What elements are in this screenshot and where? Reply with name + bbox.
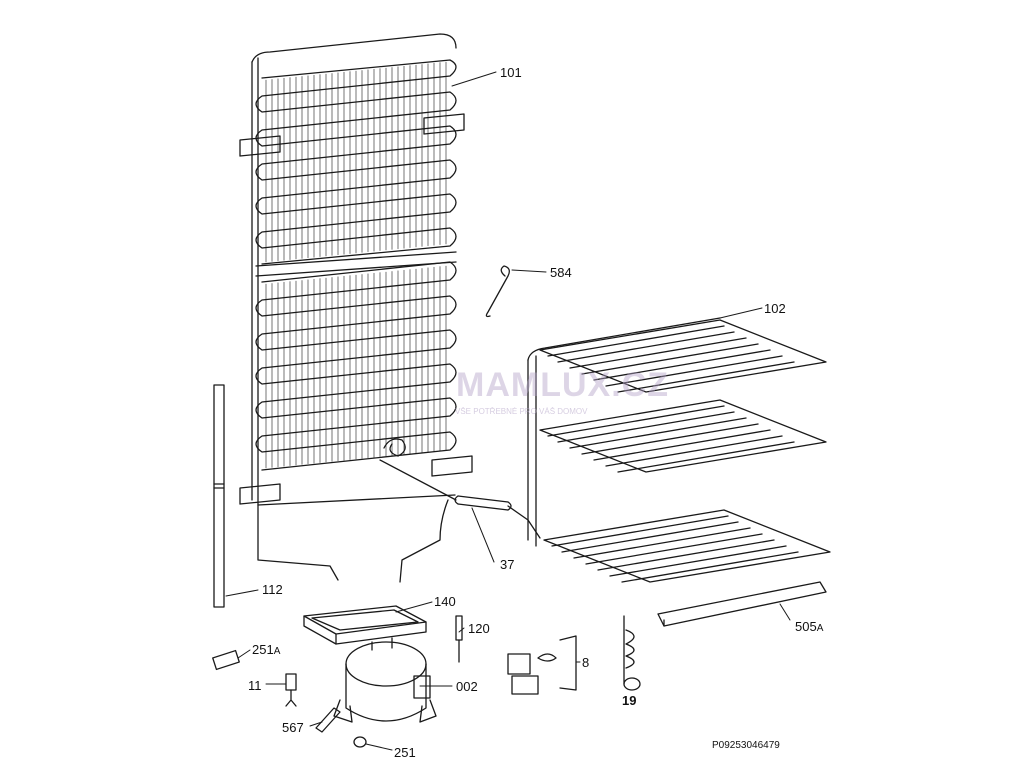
watermark-brand: MAMLUX.CZ (456, 366, 669, 404)
watermark-tagline: VŠE POTŘEBNÉ PRO VÁŠ DOMOV (455, 407, 588, 416)
part-label-251: 251 (394, 745, 416, 760)
part-label-37: 37 (500, 557, 515, 572)
part-label-101: 101 (500, 65, 522, 80)
tube-112 (213, 384, 225, 608)
evaporator-102 (527, 317, 831, 583)
part-label-251a: 251A (252, 642, 281, 657)
part-label-584: 584 (550, 265, 572, 280)
drier-filter-37 (379, 438, 541, 539)
part-label-140: 140 (434, 594, 456, 609)
part-label-8: 8 (582, 655, 590, 670)
part-label-505a: 505A (795, 619, 824, 634)
document-number: P09253046479 (712, 740, 780, 751)
part-label-002: 002 (456, 679, 478, 694)
part-label-102: 102 (764, 301, 786, 316)
part-label-567: 567 (282, 720, 304, 735)
part-567 (315, 707, 341, 733)
leader-lines (225, 71, 791, 751)
part-label-11: 11 (248, 678, 262, 693)
part-120 (455, 615, 463, 663)
part-19 (623, 615, 641, 691)
condenser-wires (265, 61, 447, 469)
condenser-101 (239, 33, 473, 583)
tray-140 (303, 605, 427, 645)
part-11 (285, 673, 297, 707)
part-label-120: 120 (468, 621, 490, 636)
strip-505a (657, 581, 827, 627)
part-251a (212, 649, 240, 671)
relay-8 (507, 635, 577, 695)
compressor-002 (333, 637, 437, 723)
part-label-19: 19 (622, 693, 637, 708)
part-251 (353, 736, 367, 748)
part-584 (485, 265, 510, 318)
part-label-112: 112 (262, 582, 283, 597)
